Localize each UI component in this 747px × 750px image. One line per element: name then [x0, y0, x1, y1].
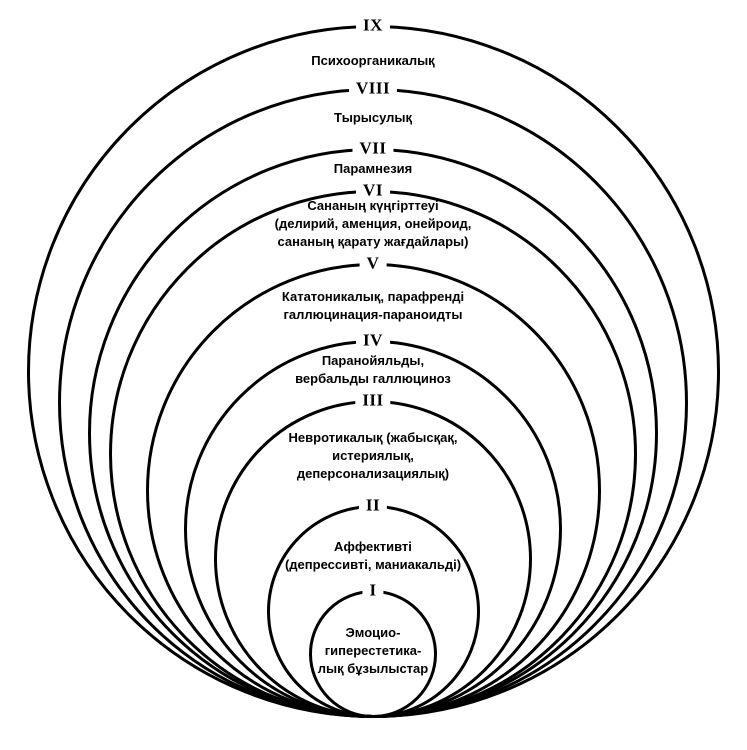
ring-label-VII: Парамнезия	[334, 160, 412, 178]
ring-numeral-V: V	[359, 254, 387, 272]
ring-label-line: Паранойяльды,	[321, 353, 425, 368]
ring-label-line: галлюцинация-параноидты	[283, 307, 463, 322]
ring-numeral-I: I	[362, 581, 384, 599]
ring-label-III: Невротикалық (жабысқақ, истериялық, деперс…	[289, 429, 458, 483]
ring-numeral-VIII: VIII	[348, 79, 398, 97]
ring-label-line: Психоорганикалық	[311, 53, 435, 68]
ring-numeral-IV: IV	[356, 331, 390, 349]
ring-label-line: Невротикалық (жабысқақ,	[288, 430, 458, 445]
ring-numeral-IX: IX	[356, 16, 390, 34]
ring-label-II: Аффективті (депрессивті, маниакальді)	[285, 538, 461, 574]
ring-label-line: Аффективті	[334, 539, 412, 554]
ring-numeral-VI: VI	[356, 181, 390, 199]
ring-label-line: (депрессивті, маниакальді)	[284, 557, 462, 572]
ring-label-IV: Паранойяльды, вербальды галлюциноз	[295, 352, 451, 388]
ring-label-VI: Сананың күңгірттеуі (делирий, аменция, он…	[275, 197, 472, 251]
ring-label-VIII: Тырысулық	[334, 109, 412, 127]
ring-numeral-II: II	[358, 496, 388, 514]
ring-label-line: (делирий, аменция, онейроид,	[274, 216, 472, 231]
ring-numeral-III: III	[355, 391, 391, 409]
ring-label-line: Эмоцио-	[345, 625, 401, 640]
ring-label-V: Кататоникалық, парафренді галлюцинация-па…	[282, 288, 464, 324]
ring-label-line: Тырысулық	[333, 110, 413, 125]
ring-label-line: гиперестетика-	[324, 643, 422, 658]
ring-label-line: Сананың күңгірттеуі	[307, 198, 439, 213]
ring-label-line: вербальды галлюциноз	[295, 371, 451, 386]
ring-label-line: сананың қарату жағдайлары)	[277, 234, 469, 249]
ring-label-line: Парамнезия	[333, 161, 413, 176]
ring-label-line: Кататоникалық, парафренді	[281, 289, 465, 304]
ring-label-line: лық бұзылыстар	[317, 661, 429, 676]
ring-numeral-VII: VII	[352, 139, 394, 157]
ring-label-line: деперсонализациялық)	[296, 466, 450, 481]
ring-label-line: истериялық,	[332, 448, 414, 463]
ring-label-I: Эмоцио-гиперестетика-лық бұзылыстар	[318, 624, 428, 678]
ring-label-IX: Психоорганикалық	[311, 52, 434, 70]
